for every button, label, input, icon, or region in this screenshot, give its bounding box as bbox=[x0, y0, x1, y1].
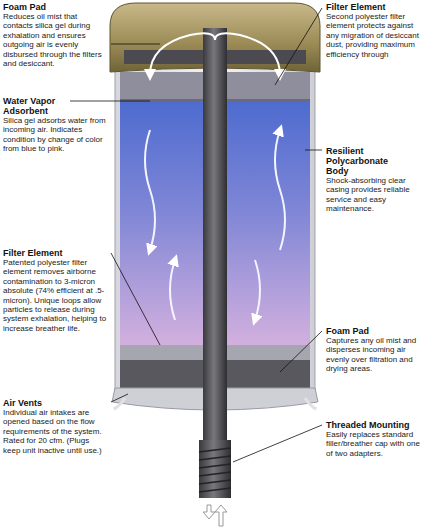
callout-heading: Filter Element bbox=[326, 2, 426, 12]
callout-text: Reduces oil mist that contacts silica ge… bbox=[3, 12, 108, 68]
callout-text: Easily replaces standard filler/breather… bbox=[326, 430, 426, 458]
callout-heading: Air Vents bbox=[3, 398, 108, 408]
callout-heading: Filter Element bbox=[3, 248, 108, 258]
callout-heading: Water Vapor Adsorbent bbox=[3, 96, 65, 116]
callout-text: Patented polyester filter element remove… bbox=[3, 258, 108, 333]
callout-group: Water Vapor AdsorbentSilica gel adsorbs … bbox=[3, 96, 108, 154]
callout-text: Individual air intakes are opened based … bbox=[3, 408, 108, 455]
callout-heading: Resilient Polycarbonate Body bbox=[326, 146, 406, 176]
callout-text: Second polyester filter element protects… bbox=[326, 12, 426, 59]
callout-heading: Foam Pad bbox=[326, 326, 426, 336]
callout-group: Filter ElementSecond polyester filter el… bbox=[326, 2, 426, 59]
callout-heading: Foam Pad bbox=[3, 2, 108, 12]
callout-text: Captures any oil mist and disperses inco… bbox=[326, 336, 426, 374]
callout-heading: Threaded Mounting bbox=[326, 420, 426, 430]
callout-group: Threaded MountingEasily replaces standar… bbox=[326, 420, 426, 458]
callout-group: Foam PadCaptures any oil mist and disper… bbox=[326, 326, 426, 374]
callout-text: Shock-absorbing clear casing provides re… bbox=[326, 176, 426, 214]
callout-group: Air VentsIndividual air intakes are open… bbox=[3, 398, 108, 455]
callout-group: Foam PadReduces oil mist that contacts s… bbox=[3, 2, 108, 68]
callout-group: Filter ElementPatented polyester filter … bbox=[3, 248, 108, 333]
callout-text: Silica gel adsorbs water from incoming a… bbox=[3, 116, 108, 154]
callout-group: Resilient Polycarbonate BodyShock-absorb… bbox=[326, 146, 426, 214]
